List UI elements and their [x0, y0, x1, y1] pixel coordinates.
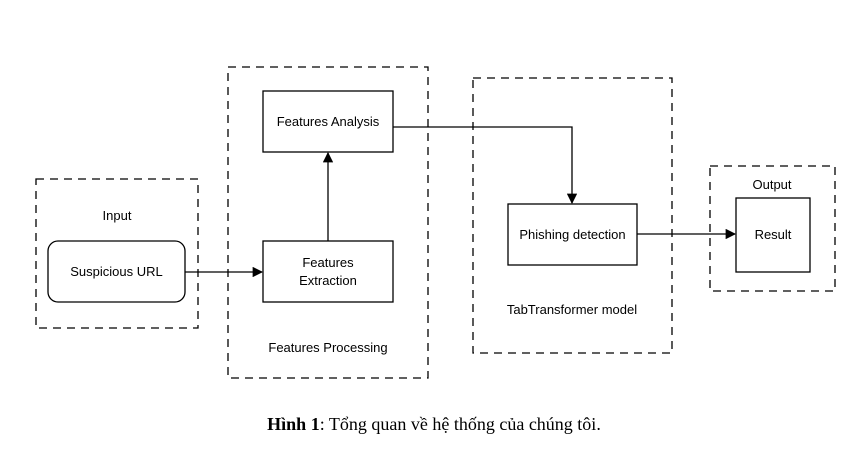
phishing-detection-label: Phishing detection [519, 227, 625, 242]
phishing-detection-node [507, 203, 638, 266]
model-group-box [472, 77, 673, 354]
processing-group-label: Features Processing [268, 340, 387, 355]
figure-caption-label: Hình 1 [267, 414, 320, 434]
input-group-label: Input [103, 208, 132, 223]
processing-group-box [227, 66, 429, 379]
features-extraction-label-line2: Extraction [299, 273, 357, 288]
features-extraction-label-line1: Features [302, 255, 354, 270]
suspicious-url-label: Suspicious URL [70, 264, 163, 279]
output-group-box [709, 165, 836, 292]
arrow-analysis-to-detection [393, 126, 578, 205]
model-group-label: TabTransformer model [507, 302, 637, 317]
features-extraction-node [262, 240, 394, 303]
result-label: Result [755, 227, 792, 242]
figure-caption-text: : Tổng quan về hệ thống của chúng tôi. [319, 414, 601, 434]
figure-caption: Hình 1: Tổng quan về hệ thống của chúng … [0, 414, 868, 435]
output-group-label: Output [752, 177, 791, 192]
input-group-box [35, 178, 199, 329]
features-analysis-label: Features Analysis [277, 114, 380, 129]
features-analysis-node [262, 90, 394, 153]
